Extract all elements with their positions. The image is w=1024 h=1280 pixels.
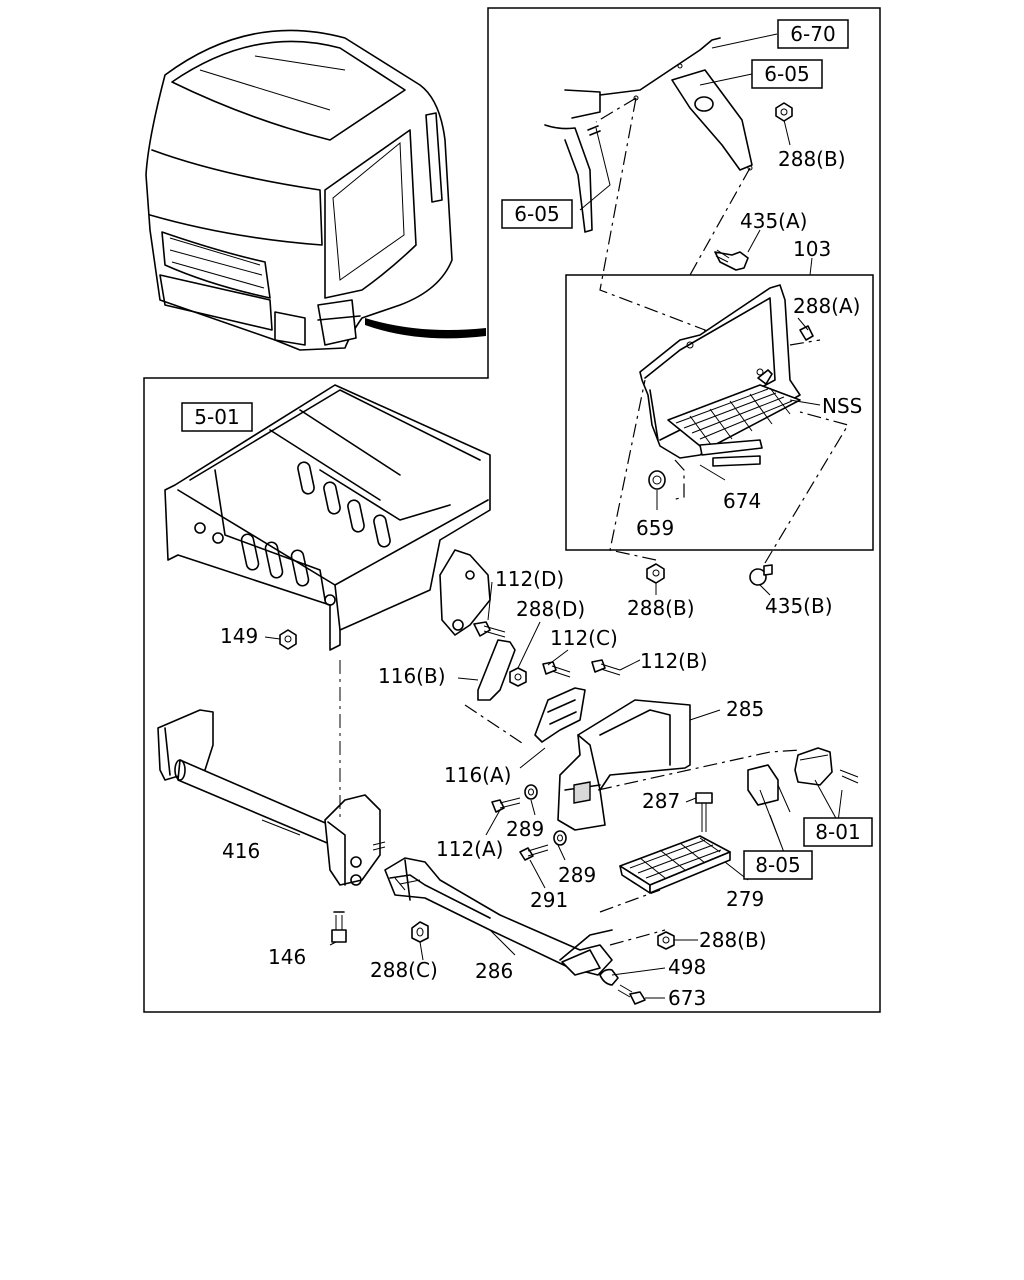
bolt-112D: [473, 621, 506, 638]
part-288B-mid: 288(B): [627, 596, 695, 620]
washer-289b: [553, 830, 567, 846]
ref-box-6-70: 6-70: [777, 19, 849, 49]
bolt-673: [617, 984, 646, 1005]
part-149: 149: [220, 624, 258, 648]
fastener-288B-top: [775, 102, 793, 122]
step-assembly-103: [639, 284, 821, 501]
part-288B-bot: 288(B): [699, 928, 767, 952]
ref-6-05-top-label: 6-05: [764, 62, 809, 86]
ref-box-6-05-left: 6-05: [501, 199, 573, 229]
nut-288D: [509, 667, 527, 687]
ref-6-70-label: 6-70: [790, 22, 835, 46]
grommet-659: [648, 470, 666, 490]
footstep-279: [619, 835, 731, 894]
bolt-112A: [491, 797, 521, 813]
part-286: 286: [475, 959, 513, 983]
part-103: 103: [793, 237, 831, 261]
part-112B: 112(B): [640, 649, 708, 673]
part-673: 673: [668, 986, 706, 1010]
part-289b: 289: [558, 863, 596, 887]
upper-detail-frame: [143, 7, 881, 1013]
part-112D: 112(D): [495, 567, 564, 591]
bracket-116B: [477, 639, 516, 701]
bolt-112B: [591, 659, 621, 676]
part-labels: 288(B) 435(A) 103 288(A) NSS 674 659 288…: [220, 147, 862, 1010]
ref-box-6-05-top: 6-05: [751, 59, 823, 89]
ref-box-5-01: 5-01: [181, 402, 253, 432]
clip-498: [599, 968, 619, 986]
bolt-146: [331, 911, 347, 943]
support-arm-286: [384, 857, 613, 976]
part-659: 659: [636, 516, 674, 540]
part-288D: 288(D): [516, 597, 585, 621]
ref-5-01-label: 5-01: [194, 405, 239, 429]
washer-289a: [524, 784, 538, 800]
lamp-8-01: [794, 747, 859, 786]
ref-8-05-label: 8-05: [755, 853, 800, 877]
nut-149: [279, 629, 297, 650]
part-NSS: NSS: [822, 394, 862, 418]
crossmember-416: [157, 660, 386, 886]
bolt-112C: [542, 661, 571, 678]
part-287: 287: [642, 789, 680, 813]
step-detail-box: [565, 274, 874, 551]
label-plate-674: [712, 455, 761, 467]
bracket-116A: [534, 687, 586, 743]
nut-288C: [411, 921, 429, 943]
ref-box-8-01: 8-01: [803, 817, 873, 847]
ref-box-8-05: 8-05: [743, 850, 813, 880]
part-674: 674: [723, 489, 761, 513]
ref-8-01-label: 8-01: [815, 820, 860, 844]
part-289a: 289: [506, 817, 544, 841]
part-435A: 435(A): [740, 209, 807, 233]
part-498: 498: [668, 955, 706, 979]
part-288B-top: 288(B): [778, 147, 846, 171]
part-116B: 116(B): [378, 664, 446, 688]
chassis-frame-5-01: [164, 384, 491, 651]
part-435B: 435(B): [765, 594, 833, 618]
part-116A: 116(A): [444, 763, 511, 787]
upper-bracket-assembly: [544, 37, 753, 351]
fastener-435A: [714, 249, 749, 271]
part-285: 285: [726, 697, 764, 721]
part-288C: 288(C): [370, 958, 438, 982]
part-416: 416: [222, 839, 260, 863]
leader-lines: [261, 33, 843, 999]
part-146: 146: [268, 945, 306, 969]
nut-288B-bottom: [657, 931, 675, 950]
bolt-287: [695, 792, 713, 832]
ref-6-05-left-label: 6-05: [514, 202, 559, 226]
part-112C: 112(C): [550, 626, 618, 650]
truck-cab-illustration: [145, 29, 486, 351]
part-112A: 112(A): [436, 837, 503, 861]
fastener-288B-mid: [646, 563, 665, 584]
part-279: 279: [726, 887, 764, 911]
bolt-291: [519, 844, 549, 861]
fastener-435B: [749, 564, 773, 586]
part-288A: 288(A): [793, 294, 860, 318]
bracket-8-05: [747, 764, 791, 813]
part-291: 291: [530, 888, 568, 912]
